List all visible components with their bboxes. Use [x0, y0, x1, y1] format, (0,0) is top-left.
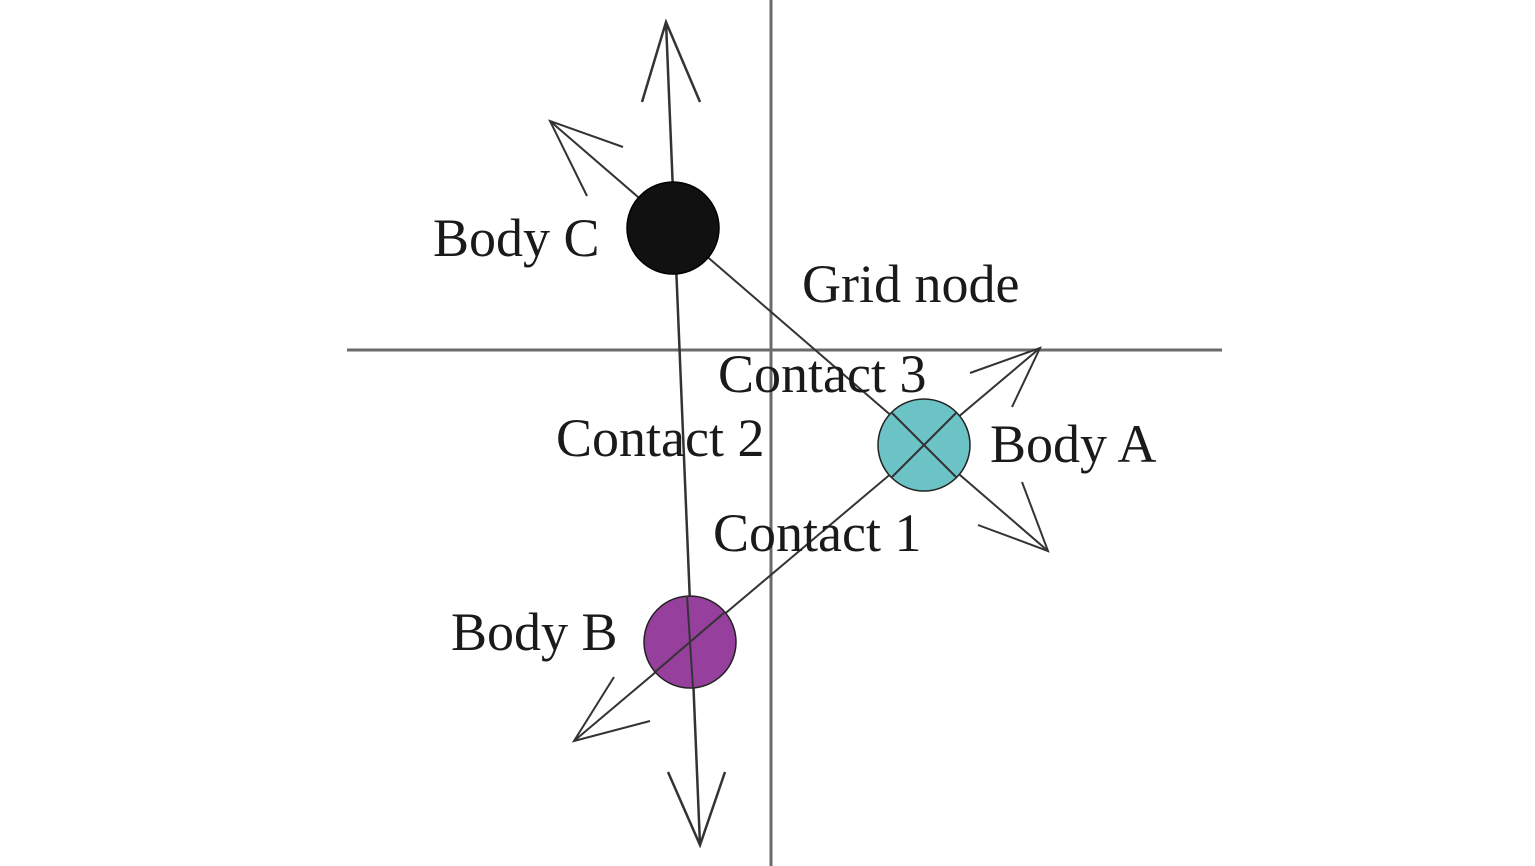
- body-a-circle[interactable]: [877, 398, 971, 492]
- body-c-circle[interactable]: [626, 181, 720, 275]
- contact-3-line: [548, 119, 1050, 553]
- contact-2-line: [640, 18, 727, 849]
- body-a-label: Body A: [990, 414, 1157, 474]
- grid-node-label: Grid node: [802, 254, 1019, 314]
- body-b-circle[interactable]: [643, 595, 737, 689]
- contact-1-line: [571, 346, 1042, 743]
- body-c-label: Body C: [433, 208, 600, 268]
- contact-2-label: Contact 2: [556, 408, 764, 468]
- contact-3-label: Contact 3: [718, 344, 926, 404]
- body-b-label: Body B: [451, 602, 618, 662]
- contact-1-label: Contact 1: [713, 503, 921, 563]
